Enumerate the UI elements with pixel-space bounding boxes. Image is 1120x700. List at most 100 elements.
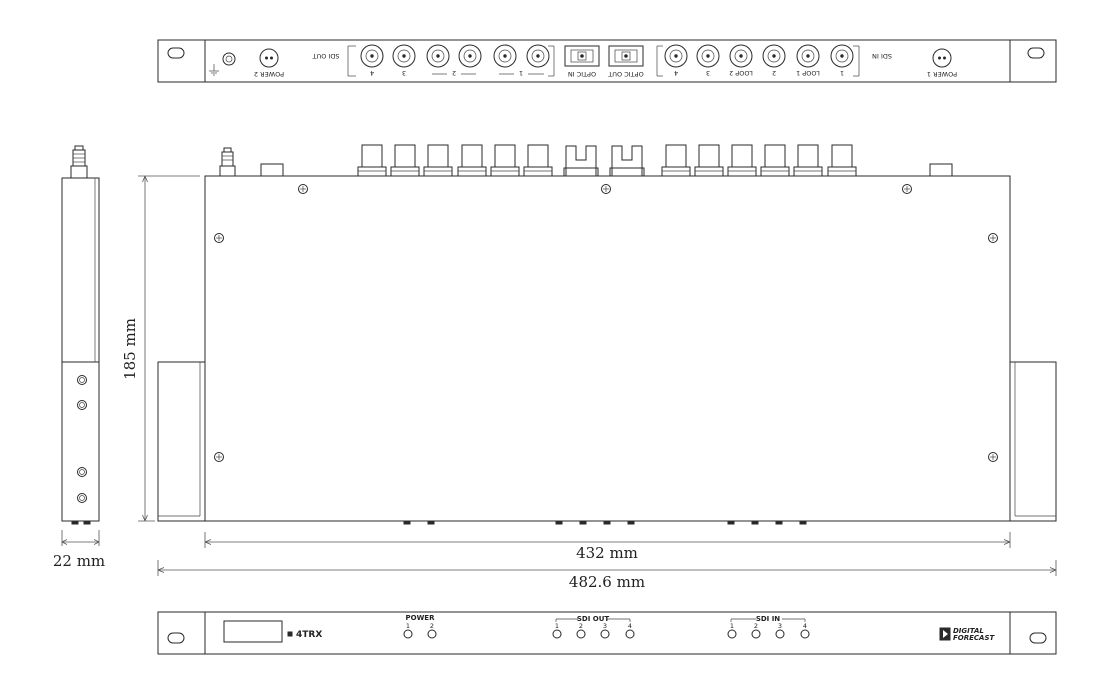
svg-text:4: 4 bbox=[628, 622, 632, 630]
rack-ear-right bbox=[1009, 361, 1057, 522]
front-power-label: POWER bbox=[406, 614, 436, 622]
power-led-2 bbox=[427, 629, 437, 639]
model-square-icon bbox=[287, 631, 293, 637]
bnc-profile bbox=[694, 144, 724, 177]
power-1-connector bbox=[932, 48, 952, 68]
svg-text:2: 2 bbox=[579, 622, 583, 630]
depth-dimension-label: 22 mm bbox=[53, 552, 105, 570]
svg-text:1: 1 bbox=[519, 69, 523, 77]
front-mount-slot-right bbox=[1029, 632, 1047, 644]
logo-line-2: FORECAST bbox=[953, 634, 996, 642]
screw-icon bbox=[214, 452, 224, 462]
screw-icon bbox=[77, 375, 87, 385]
logo-line-1: DIGITAL bbox=[953, 627, 984, 635]
bnc-profile bbox=[793, 144, 823, 177]
rear-panel: POWER 2 SDI OUT 4 3 2 1 bbox=[157, 39, 1057, 83]
optic-out-port bbox=[608, 45, 644, 67]
bnc-profile bbox=[760, 144, 790, 177]
sdi-out-led-3 bbox=[600, 629, 610, 639]
screw-icon bbox=[601, 184, 611, 194]
svg-text:2: 2 bbox=[430, 622, 434, 630]
screw-icon bbox=[988, 233, 998, 243]
front-panel-outline bbox=[157, 611, 1057, 655]
digital-forecast-logo-icon bbox=[939, 627, 951, 641]
svg-text:2: 2 bbox=[452, 69, 456, 77]
screw-icon bbox=[214, 233, 224, 243]
svg-text:1: 1 bbox=[555, 622, 559, 630]
bnc-profile bbox=[357, 144, 387, 177]
svg-text:4: 4 bbox=[674, 69, 678, 77]
screw-icon bbox=[77, 467, 87, 477]
bnc-icon bbox=[392, 44, 416, 68]
bnc-icon bbox=[526, 44, 550, 68]
rear-panel-outline bbox=[157, 39, 1057, 83]
screw-icon bbox=[298, 184, 308, 194]
front-sdi-in-label: SDI IN bbox=[756, 615, 780, 623]
bnc-profile bbox=[423, 144, 453, 177]
side-ground-post bbox=[70, 145, 88, 179]
bnc-icon bbox=[426, 44, 450, 68]
top-ground-post bbox=[219, 147, 236, 177]
sdi-out-label: SDI OUT bbox=[312, 52, 339, 60]
rear-mount-slot-left bbox=[167, 47, 185, 59]
bnc-icon bbox=[762, 44, 786, 68]
bnc-profile bbox=[661, 144, 691, 177]
bnc-icon bbox=[796, 44, 820, 68]
svg-text:1: 1 bbox=[406, 622, 410, 630]
bottom-tabs bbox=[403, 520, 807, 525]
svg-text:3: 3 bbox=[778, 622, 782, 630]
side-body bbox=[61, 177, 100, 522]
optic-profile bbox=[563, 145, 599, 177]
model-label: 4TRX bbox=[296, 630, 322, 640]
height-dimension-label: 185 mm bbox=[121, 318, 139, 380]
front-mount-slot-left bbox=[167, 632, 185, 644]
bnc-icon bbox=[729, 44, 753, 68]
power-1-label: POWER 1 bbox=[927, 70, 957, 78]
screw-icon bbox=[77, 400, 87, 410]
top-bnc-profiles bbox=[357, 144, 857, 177]
overall-width-dimension-label: 482.6 mm bbox=[569, 573, 645, 591]
bnc-icon bbox=[664, 44, 688, 68]
power-1-profile bbox=[929, 163, 953, 177]
loop-2-label: LOOP 2 bbox=[729, 69, 753, 77]
optic-in-label: OPTIC IN bbox=[568, 70, 596, 78]
svg-text:4: 4 bbox=[370, 69, 374, 77]
power-2-connector bbox=[259, 48, 279, 68]
sdi-out-led-2 bbox=[576, 629, 586, 639]
screw-icon bbox=[77, 493, 87, 503]
inner-width-dimension-label: 432 mm bbox=[576, 544, 638, 562]
svg-text:3: 3 bbox=[603, 622, 607, 630]
top-view: 185 mm 432 mm 482.6 mm bbox=[121, 144, 1057, 591]
svg-text:2: 2 bbox=[754, 622, 758, 630]
ground-post bbox=[222, 52, 236, 66]
sdi-out-led-4 bbox=[625, 629, 635, 639]
ground-icon bbox=[209, 64, 219, 76]
bnc-icon bbox=[360, 44, 384, 68]
optic-out-label: OPTIC OUT bbox=[608, 70, 643, 78]
loop-1-label: LOOP 1 bbox=[796, 69, 820, 77]
sdi-in-led-3 bbox=[775, 629, 785, 639]
side-view: 22 mm bbox=[53, 145, 105, 570]
svg-text:3: 3 bbox=[402, 69, 406, 77]
screw-icon bbox=[902, 184, 912, 194]
screw-icon bbox=[988, 452, 998, 462]
bnc-icon bbox=[696, 44, 720, 68]
rear-mount-slot-right bbox=[1027, 47, 1045, 59]
svg-text:2: 2 bbox=[772, 69, 776, 77]
bnc-icon bbox=[830, 44, 854, 68]
sdi-in-led-4 bbox=[800, 629, 810, 639]
sdi-out-led-1 bbox=[552, 629, 562, 639]
bnc-icon bbox=[458, 44, 482, 68]
rear-sdi-in-bncs bbox=[664, 44, 854, 68]
front-panel: 4TRX POWER 1 2 SDI OUT 1 2 3 4 SDI IN 1 … bbox=[157, 611, 1057, 655]
sdi-in-label: SDI IN bbox=[872, 52, 892, 60]
bnc-profile bbox=[827, 144, 857, 177]
front-display-window bbox=[223, 620, 283, 643]
bnc-profile bbox=[523, 144, 553, 177]
power-2-label: POWER 2 bbox=[254, 70, 284, 78]
bnc-profile bbox=[727, 144, 757, 177]
optic-in-port bbox=[564, 45, 600, 67]
rear-sdi-out-bncs bbox=[360, 44, 550, 68]
